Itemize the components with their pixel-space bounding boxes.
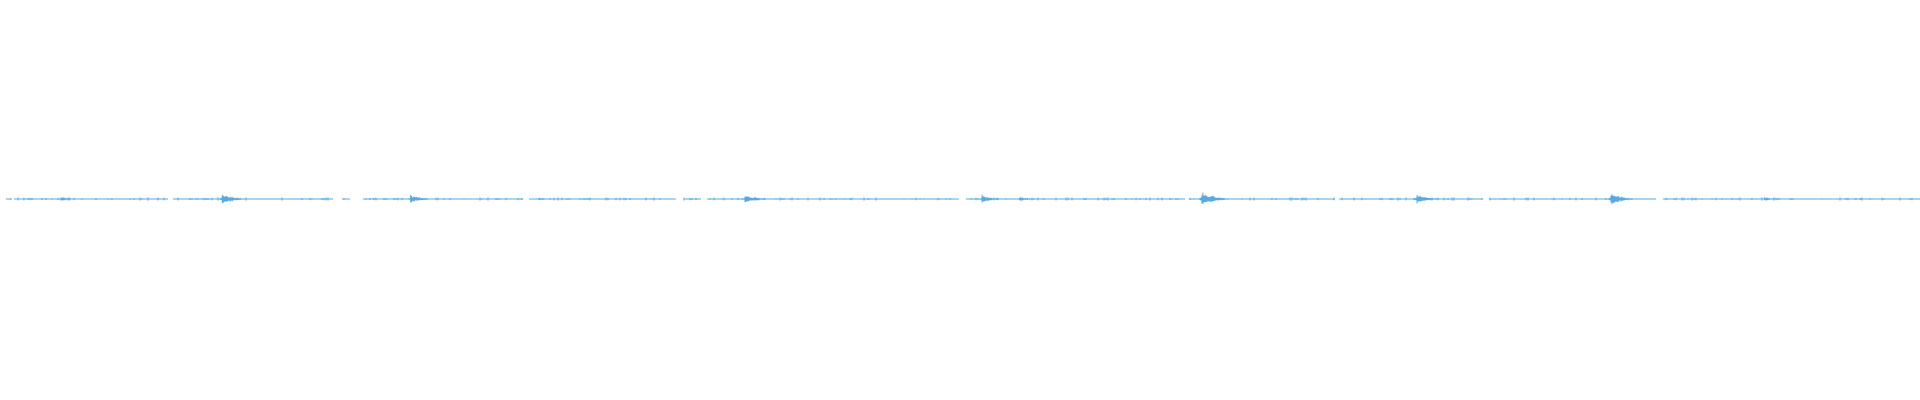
waveform-burst [741,196,792,203]
waveform-burst [1016,197,1055,201]
waveform-burst [1857,198,1878,200]
waveform-burst [646,198,676,200]
waveform-burst [1607,194,1654,205]
waveform-burst [837,198,860,200]
waveform-burst [1198,192,1249,205]
waveform-burst [1413,195,1460,204]
waveform-burst [218,195,265,204]
waveform-burst [978,194,1016,203]
waveform-burst [407,194,449,203]
waveform-burst [57,197,92,201]
waveform-trace [6,192,1920,205]
